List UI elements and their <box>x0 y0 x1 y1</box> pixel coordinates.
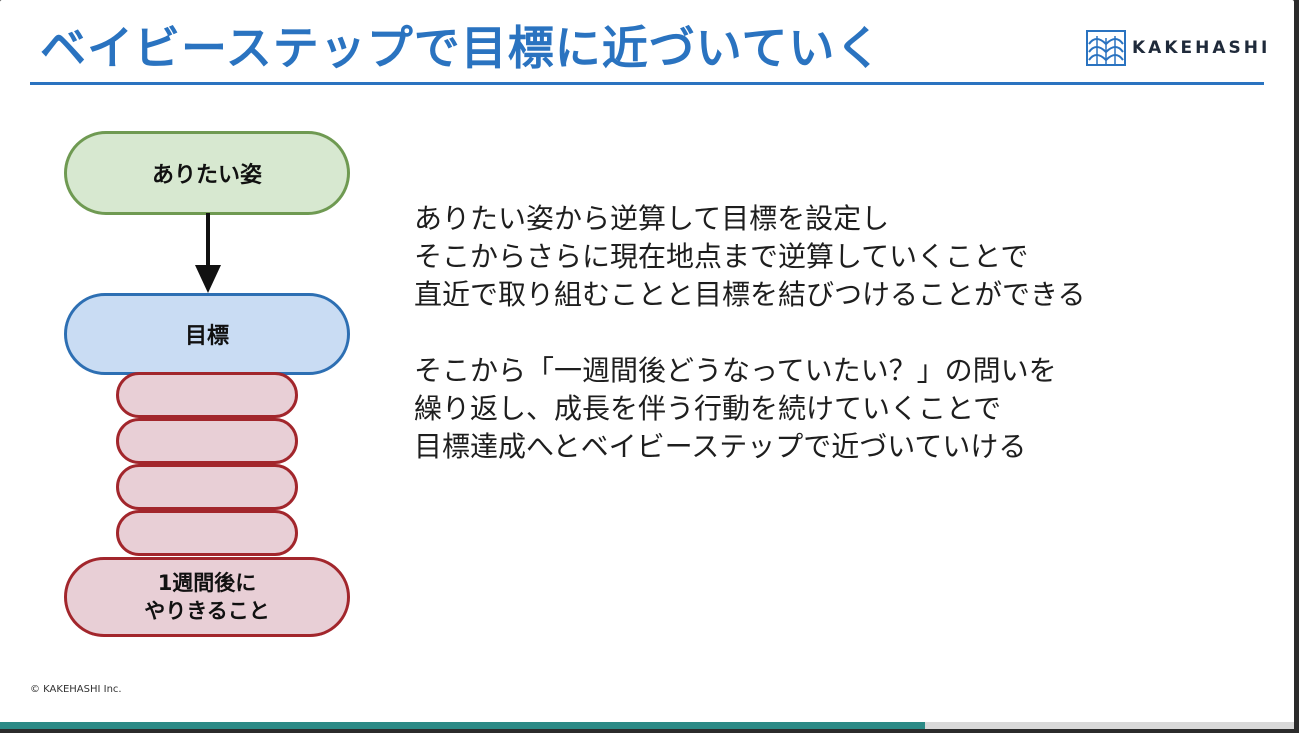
copyright-text: © KAKEHASHI Inc. <box>30 684 122 695</box>
explanation-text: ありたい姿から逆算して目標を設定し そこからさらに現在地点まで逆算していくことで… <box>414 200 1085 466</box>
goal-label: 目標 <box>184 324 229 349</box>
bridge-logo-icon <box>1086 30 1126 66</box>
title-divider <box>30 82 1264 85</box>
baby-step-box <box>116 372 298 418</box>
slide-progress-fill <box>0 722 926 729</box>
text-line: 直近で取り組むことと目標を結びつけることができる <box>414 278 1086 311</box>
down-arrow-icon <box>195 213 221 293</box>
one-week-label-line2: やりきること <box>144 599 270 623</box>
goal-box: 目標 <box>64 293 350 375</box>
baby-step-box <box>116 418 298 464</box>
one-week-task-box: 1週間後に やりきること <box>64 557 350 637</box>
baby-step-box <box>116 510 298 556</box>
explanation-paragraph-1: ありたい姿から逆算して目標を設定し そこからさらに現在地点まで逆算していくことで… <box>414 200 1085 314</box>
baby-step-box <box>116 464 298 510</box>
one-week-label-line1: 1週間後に <box>157 571 257 595</box>
text-line: そこからさらに現在地点まで逆算していくことで <box>414 240 1029 273</box>
slide-progress-bar <box>0 722 1294 729</box>
explanation-paragraph-2: そこから「一週間後どうなっていたい？」の問いを 繰り返し、成長を伴う行動を続けて… <box>414 352 1085 466</box>
text-line: ありたい姿から逆算して目標を設定し <box>414 202 890 235</box>
ideal-state-box: ありたい姿 <box>64 131 350 215</box>
text-line: そこから「一週間後どうなっていたい？」の問いを <box>414 354 1057 387</box>
kakehashi-logo: KAKEHASHI <box>1086 30 1270 66</box>
ideal-state-label: ありたい姿 <box>151 163 262 188</box>
slide-title: ベイビーステップで目標に近づいていく <box>40 21 883 75</box>
text-line: 目標達成へとベイビーステップで近づいていける <box>414 430 1027 463</box>
logo-text: KAKEHASHI <box>1132 38 1271 58</box>
text-line: 繰り返し、成長を伴う行動を続けていくことで <box>414 392 1002 425</box>
